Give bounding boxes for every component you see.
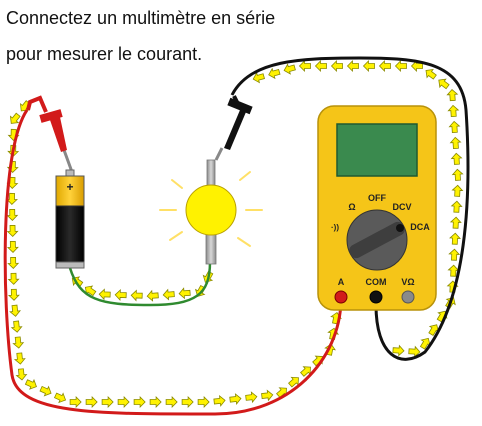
dial-label-continuity: ·)) bbox=[331, 223, 339, 232]
current-arrow-icon bbox=[197, 396, 210, 408]
current-arrow-icon bbox=[449, 216, 462, 229]
current-arrow-icon bbox=[84, 285, 97, 297]
dial-label-off: OFF bbox=[368, 193, 386, 203]
black-probe-icon bbox=[214, 95, 253, 161]
current-arrow-icon bbox=[346, 60, 359, 72]
dial-label-ohm: Ω bbox=[348, 202, 355, 212]
current-arrow-icon bbox=[448, 120, 461, 133]
current-arrow-icon bbox=[133, 396, 146, 408]
current-arrow-icon bbox=[392, 344, 405, 357]
port-label-a: A bbox=[338, 277, 345, 287]
multimeter: OFF Ω DCV ·)) DCA A COM VΩ bbox=[317, 105, 437, 311]
current-arrow-icon bbox=[449, 232, 461, 245]
current-arrow-icon bbox=[6, 224, 19, 237]
current-arrow-icon bbox=[378, 60, 391, 72]
current-arrow-icon bbox=[447, 264, 460, 277]
dial-label-dca: DCA bbox=[410, 222, 430, 232]
current-arrow-icon bbox=[146, 289, 159, 302]
current-arrow-icon bbox=[101, 396, 114, 408]
current-arrow-icon bbox=[261, 389, 274, 402]
current-arrow-icon bbox=[10, 320, 23, 333]
dial-label-dcv: DCV bbox=[392, 202, 411, 212]
battery-icon: + bbox=[55, 169, 85, 269]
port-label-com: COM bbox=[366, 277, 387, 287]
current-arrow-icon bbox=[181, 396, 194, 408]
range-selector-dial[interactable] bbox=[346, 209, 408, 271]
current-arrow-icon bbox=[162, 288, 175, 301]
current-arrow-icon bbox=[165, 396, 178, 408]
current-arrow-icon bbox=[114, 289, 127, 301]
current-arrow-icon bbox=[7, 272, 20, 285]
current-arrow-icon bbox=[252, 71, 265, 84]
current-arrow-icon bbox=[330, 60, 343, 72]
current-arrow-icon bbox=[6, 192, 18, 205]
current-arrow-icon bbox=[283, 63, 296, 75]
current-arrow-icon bbox=[98, 288, 111, 301]
port-com-jack[interactable] bbox=[369, 290, 383, 304]
current-arrow-icon bbox=[300, 366, 311, 377]
port-a-jack[interactable] bbox=[334, 290, 348, 304]
current-arrow-icon bbox=[7, 288, 20, 301]
current-arrow-icon bbox=[448, 248, 461, 261]
current-arrow-icon bbox=[408, 345, 421, 358]
current-arrow-icon bbox=[438, 78, 450, 90]
current-arrow-icon bbox=[130, 289, 143, 302]
current-arrow-icon bbox=[447, 104, 460, 117]
red-probe-icon bbox=[26, 95, 74, 173]
current-arrow-icon bbox=[419, 337, 431, 350]
current-arrow-icon bbox=[9, 112, 21, 124]
current-arrow-icon bbox=[449, 136, 462, 149]
current-arrow-icon bbox=[451, 168, 464, 181]
current-arrow-icon bbox=[12, 336, 25, 349]
current-arrow-icon bbox=[9, 304, 21, 317]
current-arrow-icon bbox=[53, 392, 67, 404]
current-arrow-icon bbox=[428, 324, 439, 337]
current-arrow-icon bbox=[24, 378, 37, 390]
current-arrow-icon bbox=[450, 200, 463, 213]
current-arrow-icon bbox=[39, 385, 52, 397]
current-arrow-icon bbox=[7, 256, 20, 269]
black-wire bbox=[230, 56, 470, 361]
caption-line-2: pour mesurer le courant. bbox=[6, 44, 203, 64]
current-arrow-icon bbox=[245, 391, 258, 404]
current-arrow-icon bbox=[229, 393, 242, 405]
current-flow-arrows bbox=[6, 60, 464, 408]
red-wire bbox=[3, 109, 343, 416]
current-arrow-icon bbox=[85, 396, 98, 408]
current-arrow-icon bbox=[425, 68, 437, 80]
current-arrow-icon bbox=[288, 376, 299, 388]
current-arrow-icon bbox=[213, 395, 226, 407]
battery-plus-label: + bbox=[66, 180, 73, 194]
current-arrow-icon bbox=[178, 287, 191, 300]
current-arrow-icon bbox=[314, 60, 327, 72]
current-arrow-icon bbox=[69, 396, 82, 408]
current-arrow-icon bbox=[298, 60, 311, 72]
multimeter-display bbox=[336, 123, 418, 177]
current-arrow-icon bbox=[450, 152, 463, 165]
port-vohm-jack[interactable] bbox=[401, 290, 415, 304]
current-arrow-icon bbox=[394, 60, 407, 72]
port-label-vohm: VΩ bbox=[401, 277, 414, 287]
current-arrow-icon bbox=[362, 60, 375, 72]
green-wire bbox=[68, 261, 212, 307]
current-arrow-icon bbox=[149, 396, 162, 408]
current-arrow-icon bbox=[6, 208, 19, 221]
current-arrow-icon bbox=[446, 88, 459, 102]
current-arrow-icon bbox=[117, 396, 130, 408]
current-arrow-icon bbox=[451, 184, 464, 197]
caption-line-1: Connectez un multimètre en série bbox=[6, 8, 276, 28]
current-arrow-icon bbox=[6, 240, 19, 253]
current-arrow-icon bbox=[13, 352, 26, 365]
current-arrow-icon bbox=[268, 67, 281, 80]
bulb-icon bbox=[159, 159, 263, 265]
current-arrow-icon bbox=[15, 368, 28, 381]
